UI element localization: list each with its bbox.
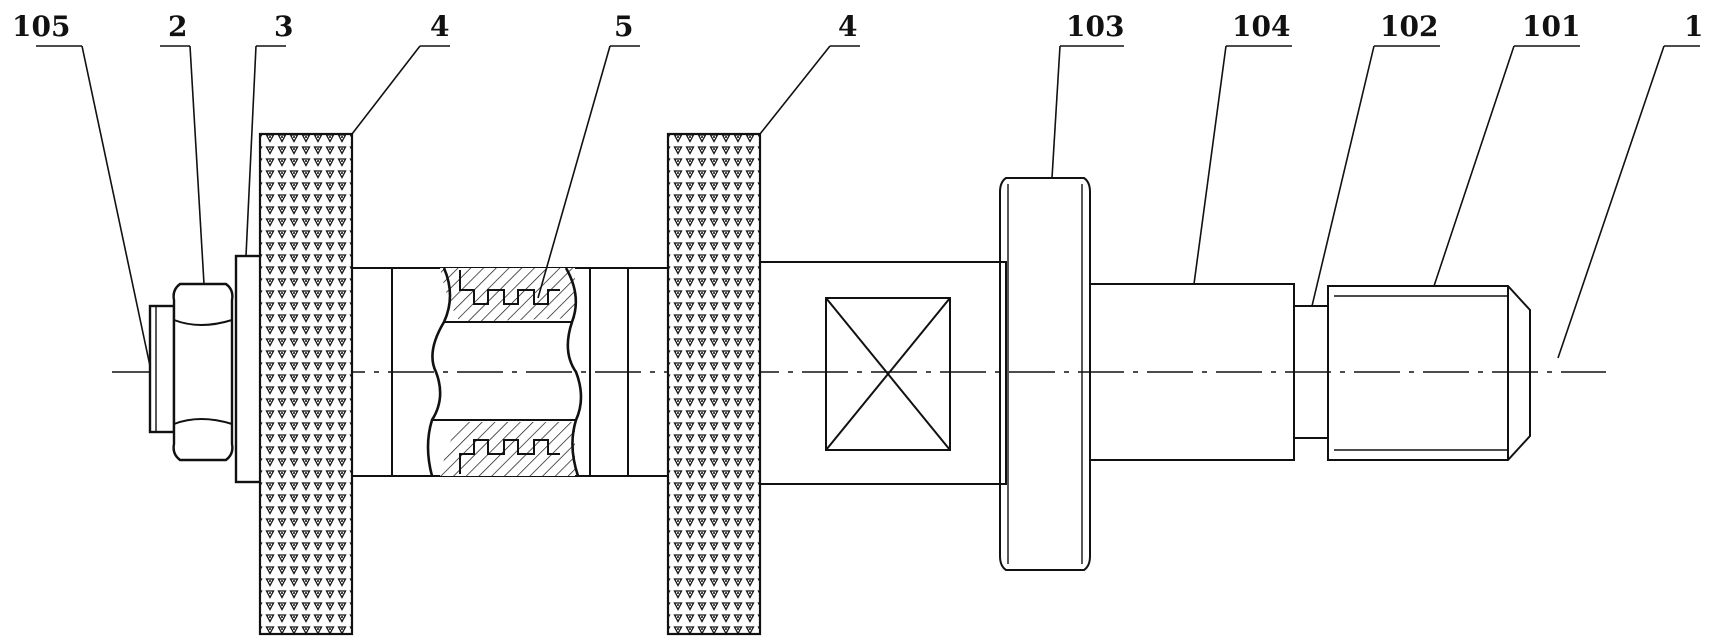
flange-103 xyxy=(999,177,1091,571)
label-3: 3 xyxy=(274,10,293,43)
label-105: 105 xyxy=(12,10,70,43)
label-2: 2 xyxy=(168,10,187,43)
label-101: 101 xyxy=(1522,10,1580,43)
label-104: 104 xyxy=(1232,10,1290,43)
label-5: 5 xyxy=(614,10,633,43)
leader-lines xyxy=(36,45,1700,367)
end-stud-105 xyxy=(148,304,176,434)
label-102: 102 xyxy=(1380,10,1438,43)
hex-nut-2 xyxy=(172,282,234,462)
label-4-left: 4 xyxy=(430,10,449,43)
sleeve-section-5 xyxy=(352,267,668,477)
threaded-end-101 xyxy=(1327,285,1531,461)
label-103: 103 xyxy=(1066,10,1124,43)
knurled-wheel-left-4 xyxy=(258,132,354,636)
square-body xyxy=(759,261,1007,485)
washer-3 xyxy=(234,254,264,484)
label-4-right: 4 xyxy=(838,10,857,43)
part-labels: 105 2 3 4 5 4 103 104 102 101 1 xyxy=(12,10,1703,43)
knurled-wheel-right-4 xyxy=(666,132,762,636)
label-1: 1 xyxy=(1684,10,1703,43)
